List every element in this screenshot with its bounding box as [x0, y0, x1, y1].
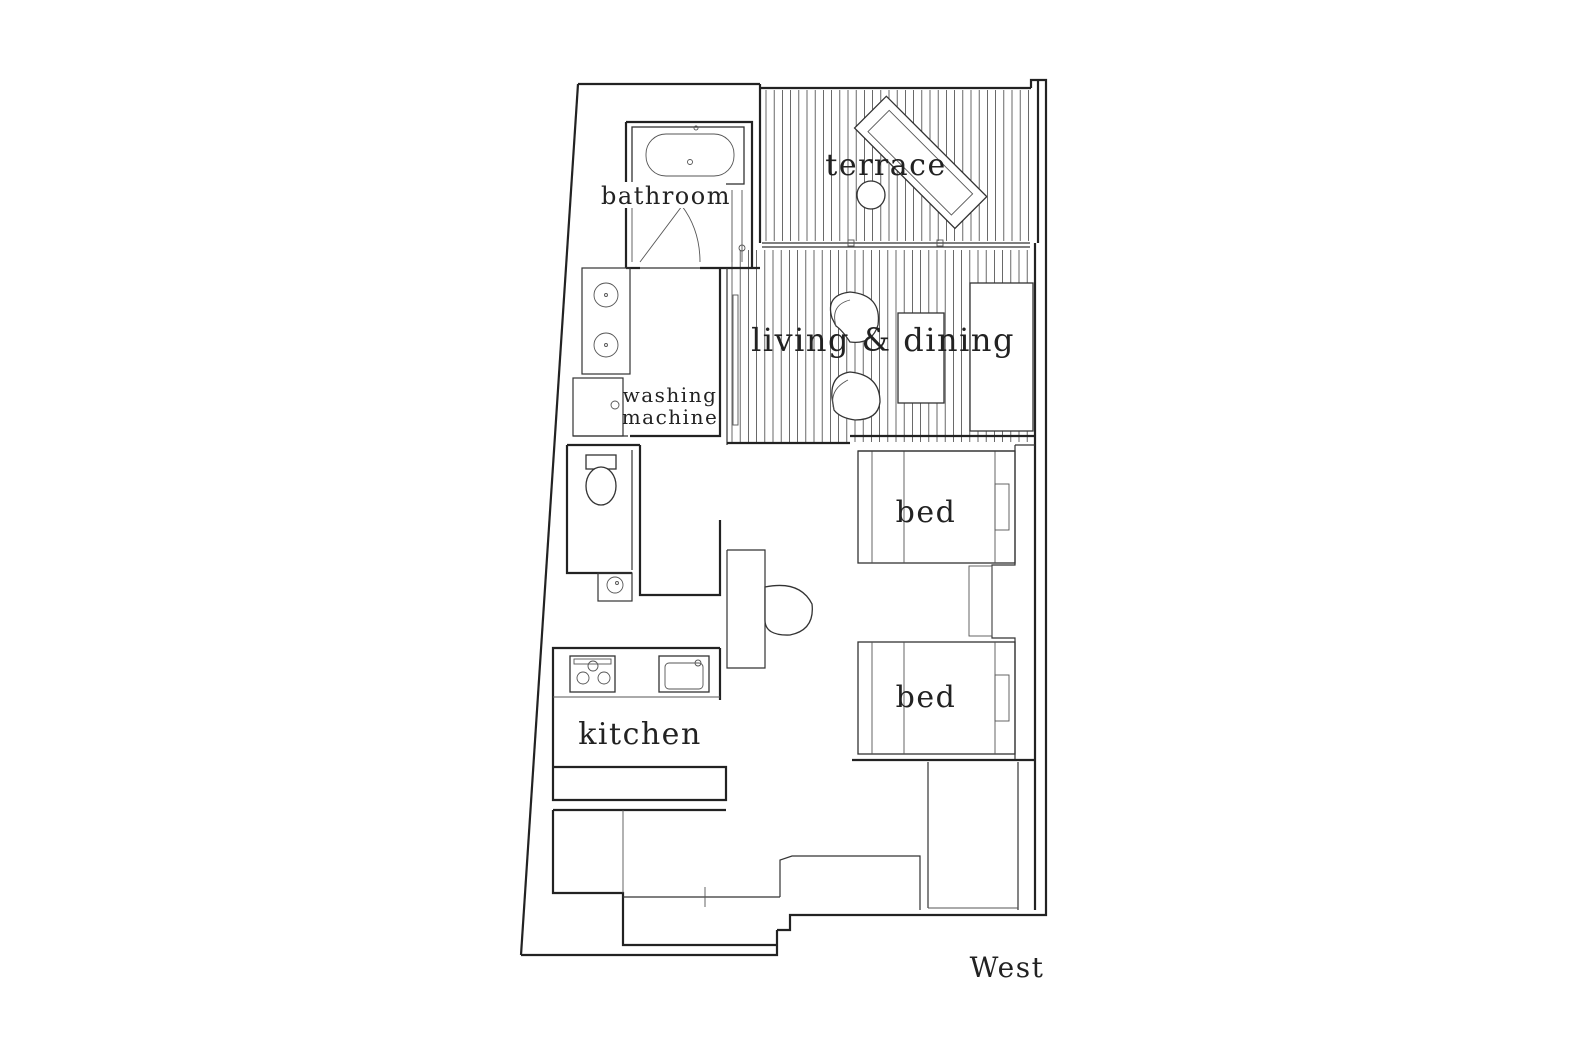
chair-1	[829, 291, 880, 344]
entrance-area	[551, 762, 1019, 947]
terrace-stool	[856, 180, 886, 210]
bathtub	[631, 125, 745, 185]
terrace	[762, 95, 1030, 248]
vanity-area	[572, 267, 728, 445]
terrace-bench	[853, 95, 988, 230]
kitchen-sink	[658, 655, 710, 693]
desk-area	[726, 549, 813, 669]
label-kitchen: kitchen	[578, 717, 702, 752]
cooktop	[569, 655, 616, 693]
label-living-dining: living & dining	[751, 321, 1015, 359]
label-bathroom: bathroom	[601, 182, 731, 210]
bed-partition	[852, 444, 1035, 762]
bed-2	[857, 641, 1016, 755]
toilet-room	[565, 443, 722, 602]
outer-walls	[519, 78, 1048, 957]
orientation-label: West	[970, 951, 1045, 984]
sofa	[969, 282, 1034, 432]
label-bed-1: bed	[896, 495, 957, 530]
label-washing-machine-line2: machine	[622, 405, 719, 429]
chair-2	[831, 371, 881, 421]
room-labels: bathroom terrace living & dining washing…	[578, 148, 1045, 984]
dining-table	[897, 312, 945, 404]
label-terrace: terrace	[825, 148, 946, 183]
toilet	[585, 454, 617, 506]
kitchen	[551, 646, 728, 802]
label-washing-machine-line1: washing	[623, 383, 718, 407]
bed-1	[857, 450, 1016, 564]
living-dining	[727, 282, 1035, 445]
bathroom	[624, 120, 760, 270]
label-bed-2: bed	[896, 680, 957, 715]
